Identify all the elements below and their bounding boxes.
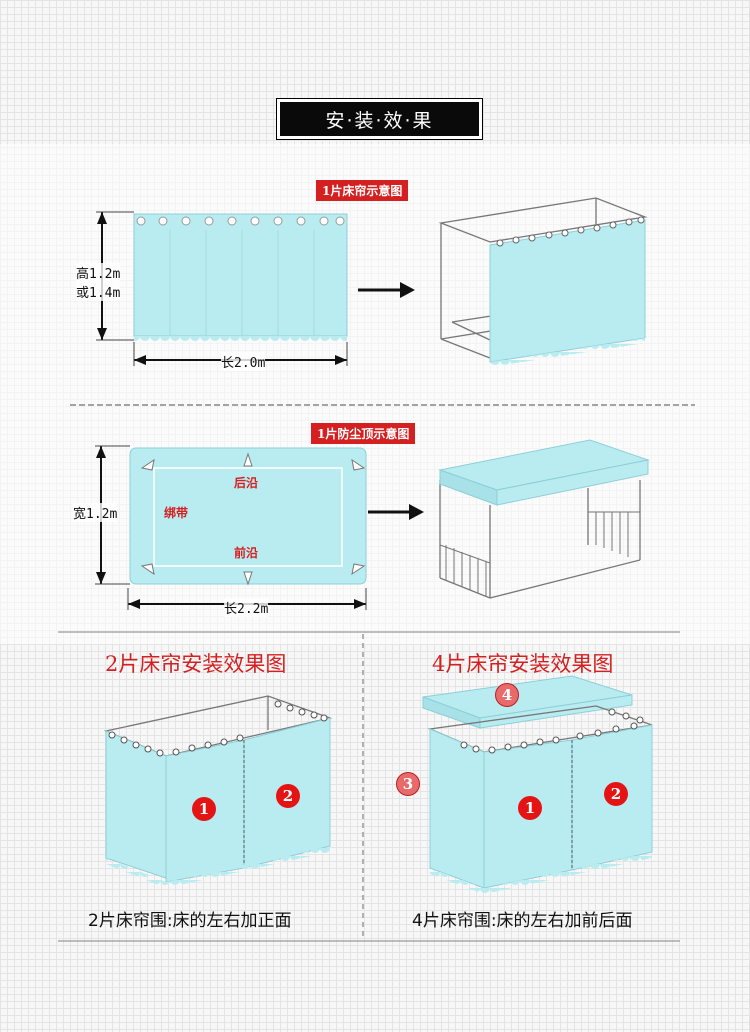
grommet-row <box>136 216 345 226</box>
badge-1: 1 <box>192 797 216 821</box>
dust-top-sheet-diagram <box>95 445 367 610</box>
page-title: 安·装·效·果 <box>280 102 479 136</box>
dust-top-installed-frame <box>438 439 650 599</box>
curtain-sheet-diagram <box>96 211 348 366</box>
curtain-diagram-tag: 1片床帘示意图 <box>316 180 409 201</box>
back-edge-label: 后沿 <box>234 476 259 490</box>
badge-2: 2 <box>276 784 300 808</box>
badge-1: 1 <box>518 796 542 820</box>
two-piece-title: 2片床帘安装效果图 <box>105 652 287 676</box>
badge-2: 2 <box>604 782 628 806</box>
badge-3: 3 <box>396 772 420 796</box>
width-label: 宽1.2m <box>73 503 118 522</box>
badge-4: 4 <box>495 683 519 707</box>
length-label: 长2.0m <box>221 352 266 371</box>
two-piece-caption: 2片床帘围:床的左右加正面 <box>88 911 292 931</box>
arrow-right-icon <box>358 282 415 298</box>
four-piece-caption: 4片床帘围:床的左右加前后面 <box>412 911 633 931</box>
two-piece-install-illustration <box>103 695 333 888</box>
dust-top-diagram-tag: 1片防尘顶示意图 <box>311 423 416 444</box>
curtain-installed-frame <box>438 197 648 367</box>
four-piece-title: 4片床帘安装效果图 <box>432 652 614 676</box>
height-label-alt: 或1.4m <box>76 282 121 301</box>
dust-length-label: 长2.2m <box>224 598 269 617</box>
strap-label: 绑带 <box>164 506 189 520</box>
front-edge-label: 前沿 <box>234 546 259 560</box>
height-label: 高1.2m <box>76 263 121 282</box>
section-title-box: 安·装·效·果 <box>276 98 483 140</box>
arrow-right-icon <box>368 504 424 520</box>
